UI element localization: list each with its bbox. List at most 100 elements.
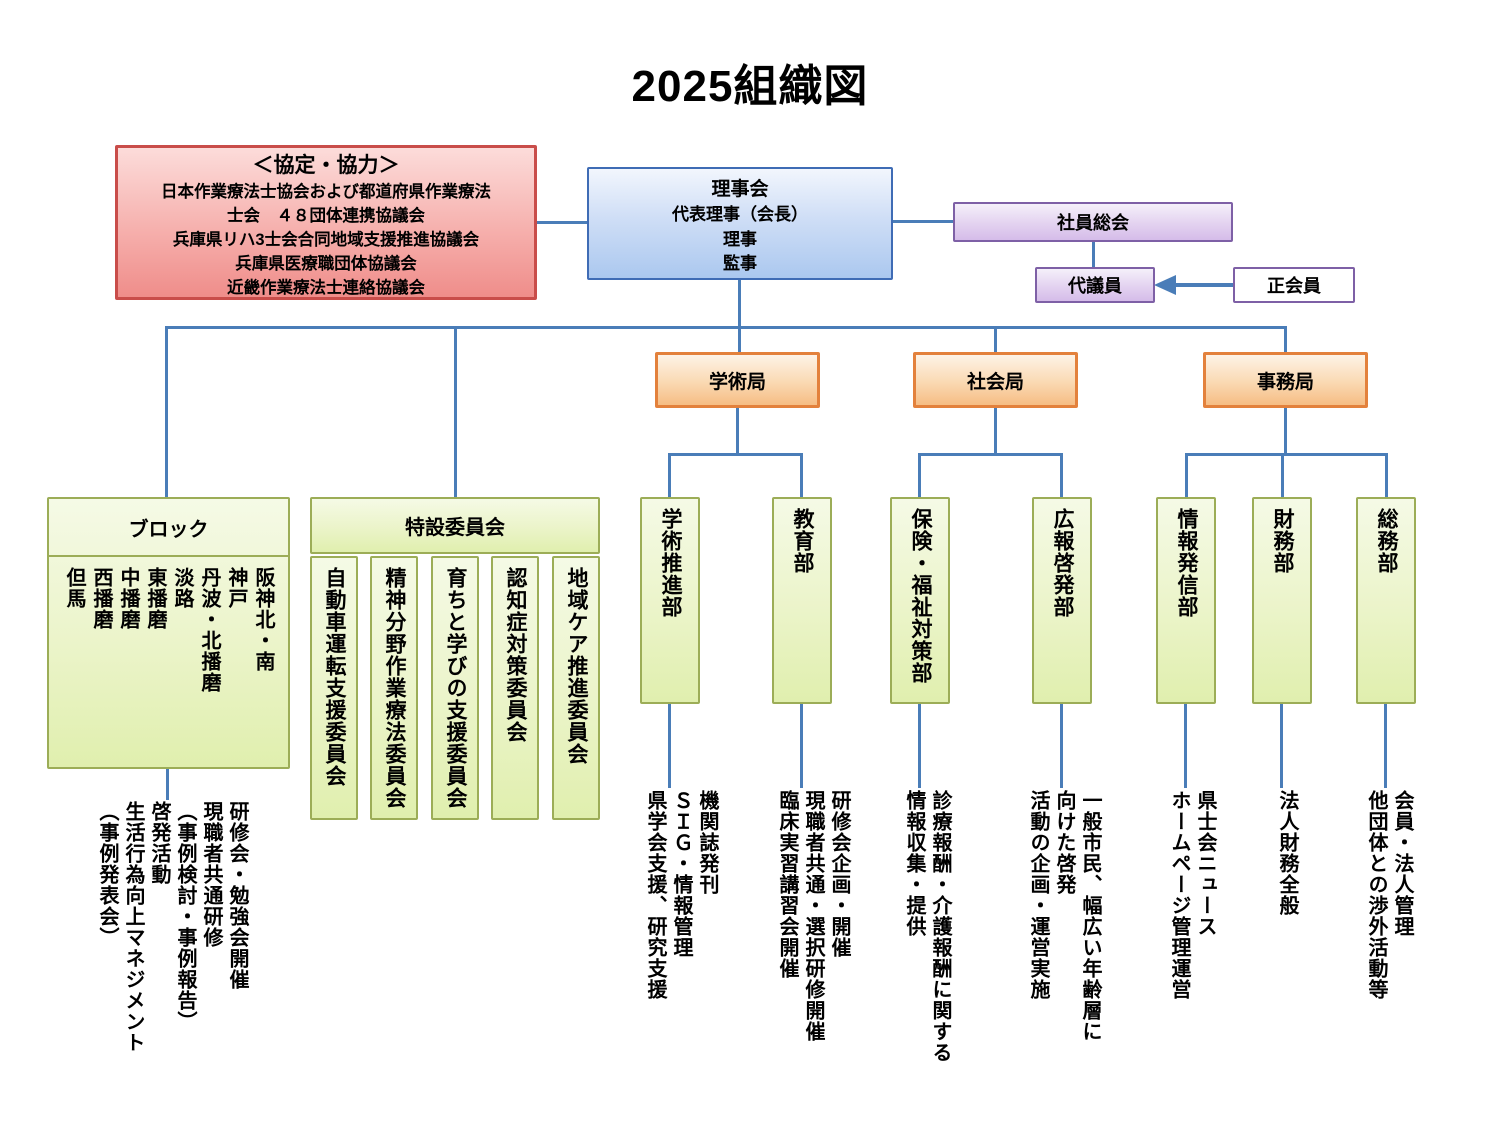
block-notes: 研修会・勉強会開催 現職者共通研修 （事例検討・事例報告） 啓発活動 生活行為向… [94,801,250,1125]
partnership-line: 兵庫県医療職団体協議会 [235,255,417,273]
connector-line [918,453,921,497]
committee-box: 精神分野作業療法委員会 [370,556,418,820]
department-notes: 法人財務全般 [1274,790,1300,1120]
connector-line [166,769,169,800]
block-region: 西播磨 [90,567,112,630]
block-region: 中播磨 [117,567,139,630]
block-regions: 阪神北・南 神戸 丹波・北播磨 淡路 東播磨 中播磨 西播磨 但馬 [57,559,276,767]
partnership-line: 近畿作業療法士連絡協議会 [227,279,425,297]
connector-line [1284,408,1287,455]
arrow-shaft [1176,283,1233,287]
block-region: 但馬 [63,567,85,609]
note-line: ＳＩＧ・情報管理 [670,790,692,958]
department-label: 広報啓発部 [1051,508,1074,618]
connector-line [454,326,457,497]
note-line: 研修会企画・開催 [828,790,850,958]
committee-label: 育ちと学びの支援委員会 [444,567,467,809]
note-line: 現職者共通・選択研修開催 [802,790,824,1042]
block-region: 淡路 [171,567,193,609]
connector-line [800,453,803,497]
page-title: 2025組織図 [631,62,869,111]
connector-line [537,221,587,224]
block-region: 東播磨 [144,567,166,630]
department-box: 学術推進部 [640,497,700,704]
note-line: 向けた啓発 [1053,790,1075,895]
note-line: 臨床実習講習会開催 [776,790,798,979]
connector-line [800,704,803,788]
note-line: 活動の企画・運営実施 [1027,790,1049,1000]
department-notes: 診療報酬・介護報酬に関する 情報収集・提供 [901,790,953,1120]
department-label: 情報発信部 [1175,508,1198,618]
connector-line [1385,453,1388,497]
connector-line [668,453,803,456]
department-box: 情報発信部 [1156,497,1216,704]
bureau-box-shakai: 社会局 [913,352,1078,408]
department-box: 財務部 [1252,497,1312,704]
note-line: 他団体との渉外活動等 [1365,790,1387,1000]
connector-line [1185,453,1188,497]
department-box: 総務部 [1356,497,1416,704]
board-member: 理事 [723,229,757,249]
connector-line [1185,453,1387,456]
bureau-box-jimu: 事務局 [1203,352,1368,408]
note-line: 情報収集・提供 [903,790,925,937]
connector-line [1060,453,1063,497]
connector-line [165,326,1287,329]
committee-label: 精神分野作業療法委員会 [383,567,406,809]
connector-line [738,280,741,352]
department-label: 総務部 [1375,508,1398,574]
connector-line [918,704,921,788]
note-line: （事例発表会） [96,801,118,948]
special-committees-title: 特設委員会 [310,497,600,554]
connector-line [994,408,997,455]
board-title: 理事会 [711,179,769,200]
committee-label: 自動車運転支援委員会 [323,567,346,787]
note-line: 機関誌発刊 [696,790,718,895]
committee-box: 地域ケア推進委員会 [552,556,600,820]
block-title: ブロック [49,499,288,557]
note-line: 会員・法人管理 [1391,790,1413,937]
block-region: 丹波・北播磨 [198,567,220,693]
connector-line [1184,704,1187,788]
department-label: 保険・福祉対策部 [909,508,932,684]
note-line: 研修会・勉強会開催 [226,801,248,990]
connector-line [893,220,953,223]
department-notes: 会員・法人管理 他団体との渉外活動等 [1363,790,1415,1120]
partnership-line: 日本作業療法士協会および都道府県作業療法 [161,183,491,201]
partnership-title: ＜協定・協力＞ [252,154,400,177]
regular-members-box: 正会員 [1233,267,1355,303]
note-line: 法人財務全般 [1276,790,1298,916]
connector-line [1284,326,1287,352]
partnership-line: 士会 ４８団体連携協議会 [227,207,425,225]
department-box: 広報啓発部 [1032,497,1092,704]
department-label: 学術推進部 [659,508,682,618]
department-label: 財務部 [1271,508,1294,574]
department-box: 保険・福祉対策部 [890,497,950,704]
department-notes: 一般市民、幅広い年齢層に 向けた啓発 活動の企画・運営実施 [1025,790,1103,1120]
department-box: 教育部 [772,497,832,704]
block-region: 神戸 [225,567,247,609]
connector-line [1092,242,1095,268]
connector-line [668,704,671,788]
connector-line [736,408,739,455]
block-box: ブロック 阪神北・南 神戸 丹波・北播磨 淡路 東播磨 中播磨 西播磨 但馬 [47,497,290,769]
committee-box: 自動車運転支援委員会 [310,556,358,820]
department-notes: 機関誌発刊 ＳＩＧ・情報管理 県学会支援、研究支援 [642,790,720,1120]
note-line: （事例検討・事例報告） [174,801,196,1032]
note-line: 生活行為向上マネジメント [122,801,144,1053]
general-assembly-box: 社員総会 [953,202,1233,242]
board-box: 理事会 代表理事（会長） 理事 監事 [587,167,893,280]
note-line: 診療報酬・介護報酬に関する [929,790,951,1063]
connector-line [1060,704,1063,788]
note-line: 啓発活動 [148,801,170,885]
block-region: 阪神北・南 [252,567,274,672]
partnership-line: 兵庫県リハ3士会合同地域支援推進協議会 [172,231,480,249]
note-line: 県士会ニュース [1194,790,1216,937]
delegates-box: 代議員 [1035,267,1155,303]
committee-label: 地域ケア推進委員会 [565,567,588,765]
bureau-box-gakujutsu: 学術局 [655,352,820,408]
committee-box: 認知症対策委員会 [491,556,539,820]
connector-line [918,453,1063,456]
connector-line [668,453,671,497]
committee-label: 認知症対策委員会 [504,567,527,743]
